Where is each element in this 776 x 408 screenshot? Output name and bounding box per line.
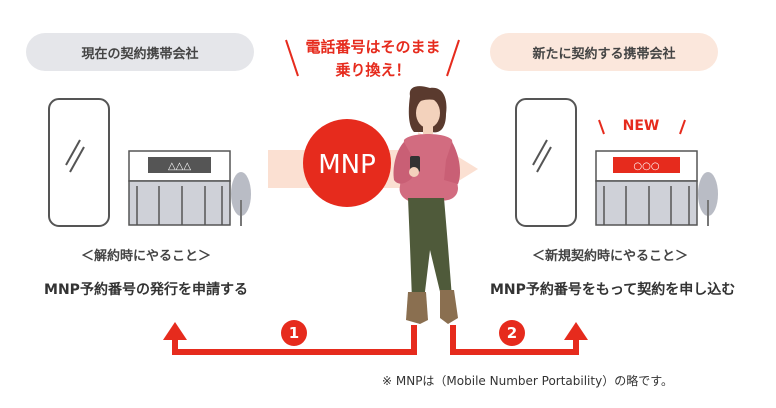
left-heading: ＜解約時にやること＞ <box>80 249 211 264</box>
step-arrow-right <box>450 325 579 355</box>
store-left-icon: △△△ <box>128 150 231 226</box>
tree-left-icon <box>231 172 251 226</box>
left-task: MNP予約番号の発行を申請する <box>44 282 248 298</box>
new-carrier-pill: 新たに契約する携帯会社 <box>490 33 718 71</box>
step-arrow-right-head <box>564 322 588 340</box>
smartphone-right-icon <box>515 98 577 227</box>
right-task: MNP予約番号をもって契約を申し込む <box>490 282 736 298</box>
step-arrow-left <box>172 325 417 355</box>
person-illustration <box>393 86 460 324</box>
mnp-circle: MNP <box>303 119 391 207</box>
new-carrier-title: 新たに契約する携帯会社 <box>532 46 676 62</box>
smartphone-left-icon <box>48 98 110 227</box>
catchphrase-line-2: 乗り換え！ <box>335 61 411 79</box>
mnp-label: MNP <box>318 150 376 180</box>
new-badge-lines <box>598 119 686 135</box>
catchphrase-line-1: 電話番号はそのまま <box>305 38 441 56</box>
emphasis-lines <box>285 39 460 77</box>
store-right-sign: ○○○ <box>633 161 659 172</box>
step-number-2: 2 <box>499 320 525 346</box>
catchphrase: 電話番号はそのまま 乗り換え！ <box>288 36 458 82</box>
step-arrow-left-head <box>163 322 187 340</box>
store-left-sign: △△△ <box>168 161 191 172</box>
current-carrier-title: 現在の契約携帯会社 <box>81 46 199 62</box>
tree-right-icon <box>698 172 718 226</box>
new-badge: NEW <box>622 118 660 134</box>
step-number-1: 1 <box>281 320 307 346</box>
footnote: ※ MNPは（Mobile Number Portability）の略です。 <box>382 374 674 388</box>
right-heading: ＜新規契約時にやること＞ <box>531 249 688 264</box>
store-right-icon: ○○○ <box>595 150 698 226</box>
current-carrier-pill: 現在の契約携帯会社 <box>26 33 254 71</box>
